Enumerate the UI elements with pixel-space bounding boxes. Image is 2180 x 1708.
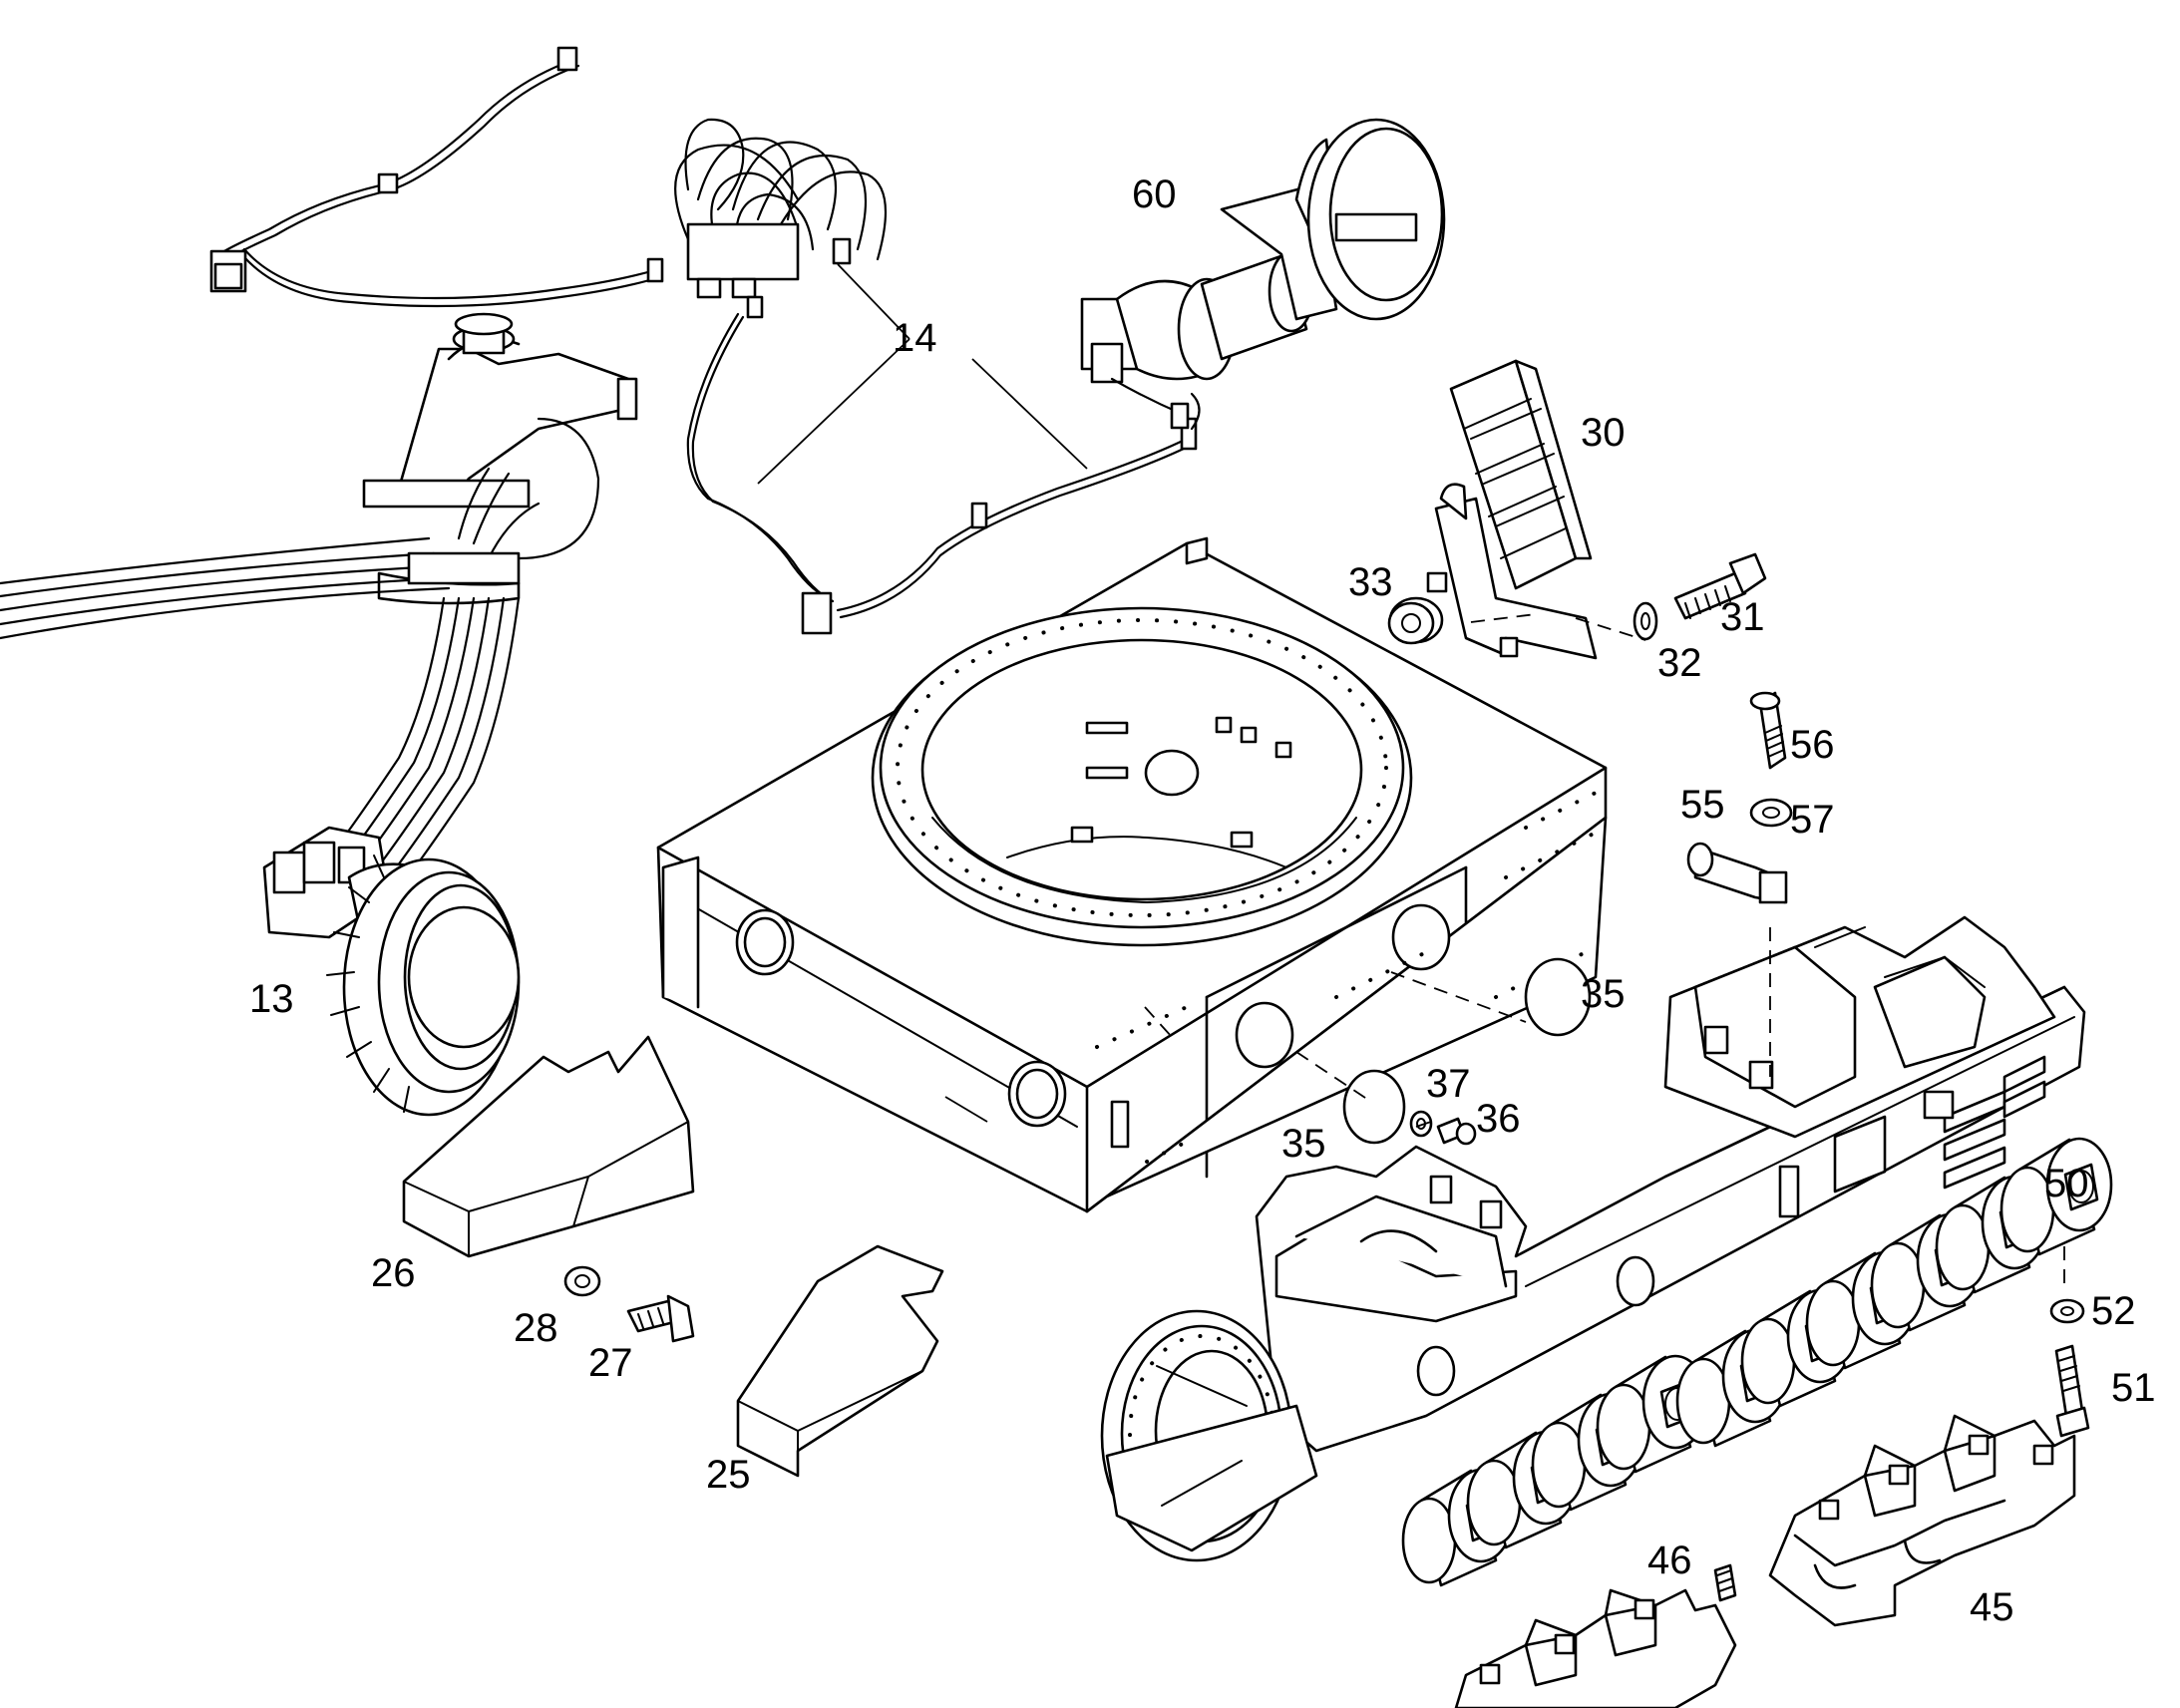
turntable-ring: [871, 606, 1413, 947]
callout-37: 37: [1426, 1062, 1471, 1106]
callout-45: 45: [1970, 1585, 2014, 1629]
callout-33: 33: [1348, 560, 1393, 604]
bolt-51-washer-52: [2049, 1298, 2090, 1438]
callout-51: 51: [2111, 1366, 2156, 1410]
main-frame: [656, 536, 1608, 1213]
track-link-lower: [1454, 1588, 1737, 1708]
callout-13: 13: [249, 977, 294, 1021]
hose-bundle-and-travel-motor: [0, 312, 638, 1117]
final-drive-unit: [1080, 118, 1446, 430]
callout-56: 56: [1790, 723, 1835, 767]
callout-46: 46: [1647, 1538, 1692, 1582]
callout-55: 55: [1680, 783, 1725, 827]
callout-35-right: 35: [1581, 972, 1626, 1016]
track-link-45: [1768, 1414, 2076, 1627]
callout-52: 52: [2091, 1289, 2136, 1333]
hose-bundle: [0, 417, 600, 884]
cable-harness-upper: [209, 46, 664, 308]
track-rollers-50: [1401, 1137, 2113, 1587]
callout-labels: 13 14 25 26 27 28 30 31 32 33 35 35 36 3…: [249, 172, 2156, 1629]
track-roller: [1999, 1137, 2113, 1256]
callout-30: 30: [1581, 411, 1626, 455]
callout-27: 27: [588, 1341, 633, 1385]
callout-31: 31: [1720, 595, 1765, 639]
cover-plates-35: [1342, 957, 1592, 1146]
callout-60: 60: [1132, 172, 1177, 216]
callout-32: 32: [1657, 641, 1702, 685]
cover-26: [402, 1035, 695, 1343]
callout-57: 57: [1790, 798, 1835, 842]
callout-14: 14: [893, 316, 937, 360]
callout-28: 28: [514, 1306, 558, 1350]
sensor-and-bolt-55-56-57: [1686, 691, 1793, 904]
grease-fitting-46: [1713, 1563, 1737, 1602]
hose-manifold-and-wiring: [674, 118, 1201, 635]
cover-25: [736, 1244, 944, 1478]
callout-36: 36: [1476, 1097, 1521, 1141]
travel-motor: [262, 826, 521, 1117]
callout-26: 26: [371, 1251, 416, 1295]
fasteners-31-32-33: [1387, 552, 1767, 645]
ladder-step: [1426, 359, 1598, 660]
callout-25: 25: [706, 1453, 751, 1497]
track-frame: [1100, 613, 2086, 1562]
callout-50: 50: [2044, 1162, 2089, 1205]
callout-35-left: 35: [1281, 1122, 1326, 1166]
leader-lines: [757, 263, 1432, 1128]
